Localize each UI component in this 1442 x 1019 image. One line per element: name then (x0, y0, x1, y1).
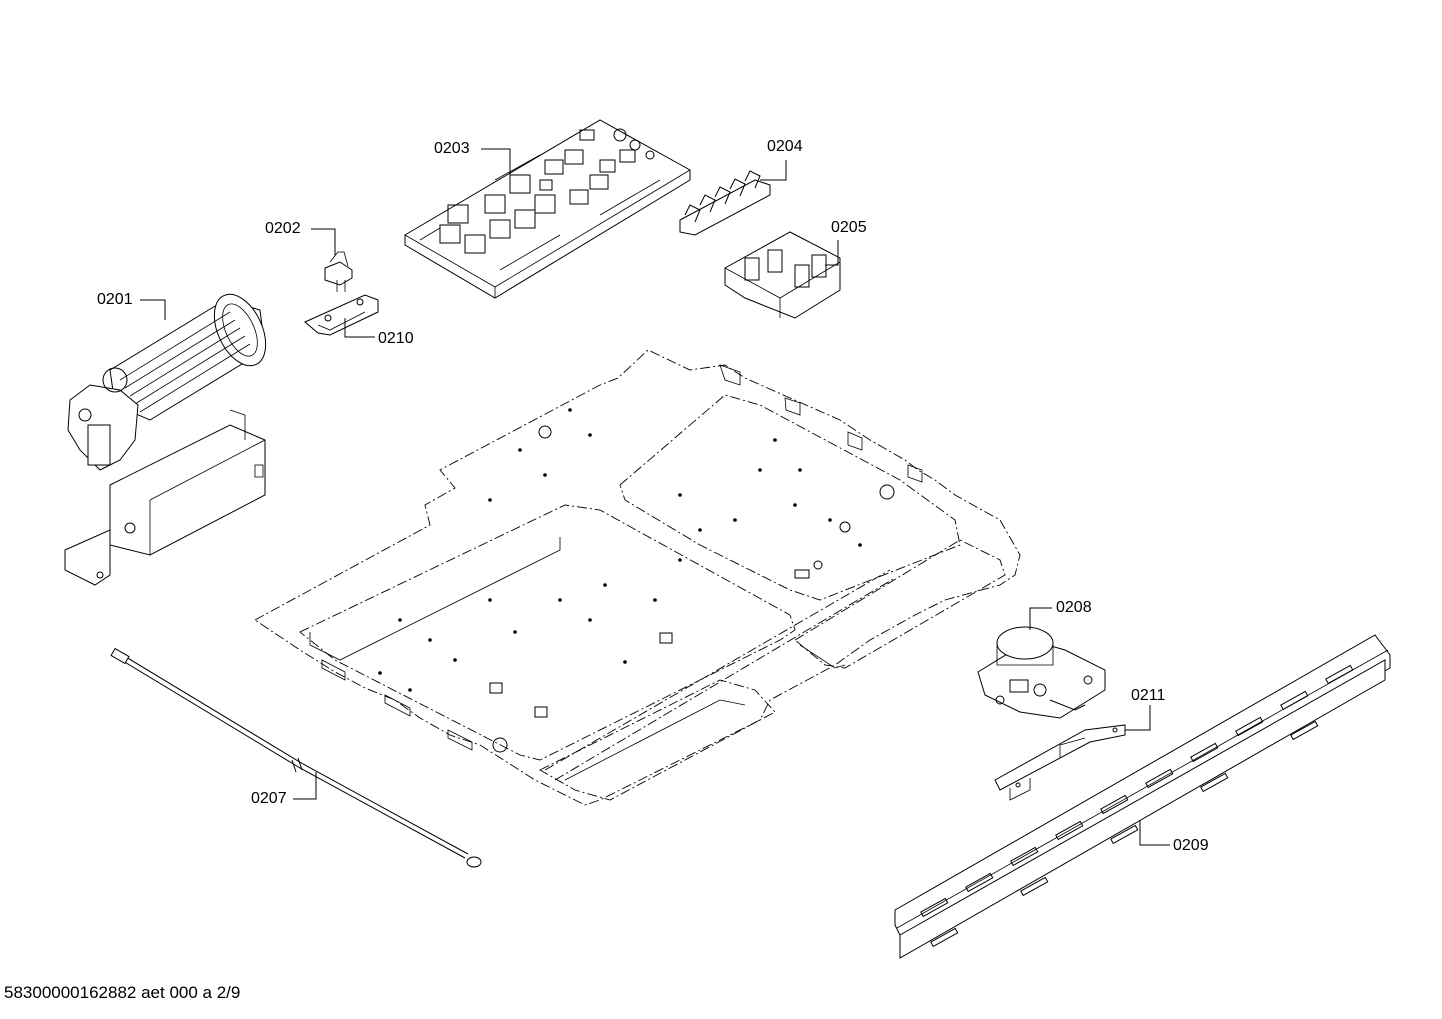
lock-bracket-icon (994, 724, 1126, 801)
leader-lines (140, 148, 1170, 846)
part-label-0205: 0205 (831, 219, 867, 236)
part-label-0210: 0210 (378, 330, 414, 347)
motor-bracket-icon (64, 409, 266, 586)
part-label-0201: 0201 (97, 291, 133, 308)
door-lock-icon (977, 626, 1106, 719)
part-label-0207: 0207 (251, 790, 287, 807)
circuit-board-icon (404, 119, 691, 299)
rail-icon (894, 634, 1391, 959)
board-holder-icon (724, 231, 841, 319)
part-label-0204: 0204 (767, 138, 803, 155)
part-label-0211: 0211 (1131, 687, 1166, 704)
base-plate (254, 349, 1021, 806)
part-label-0209: 0209 (1173, 837, 1209, 854)
part-label-0208: 0208 (1056, 599, 1092, 616)
fan-motor-icon (67, 293, 267, 471)
part-label-0202: 0202 (265, 220, 301, 237)
bracket-icon (304, 294, 379, 336)
document-footer: 58300000162882 aet 000 a 2/9 (4, 983, 241, 1002)
thermostat-icon (324, 251, 353, 292)
connector-strip-icon (679, 170, 771, 236)
ground-cable-icon (110, 647, 482, 868)
part-label-0203: 0203 (434, 140, 470, 157)
